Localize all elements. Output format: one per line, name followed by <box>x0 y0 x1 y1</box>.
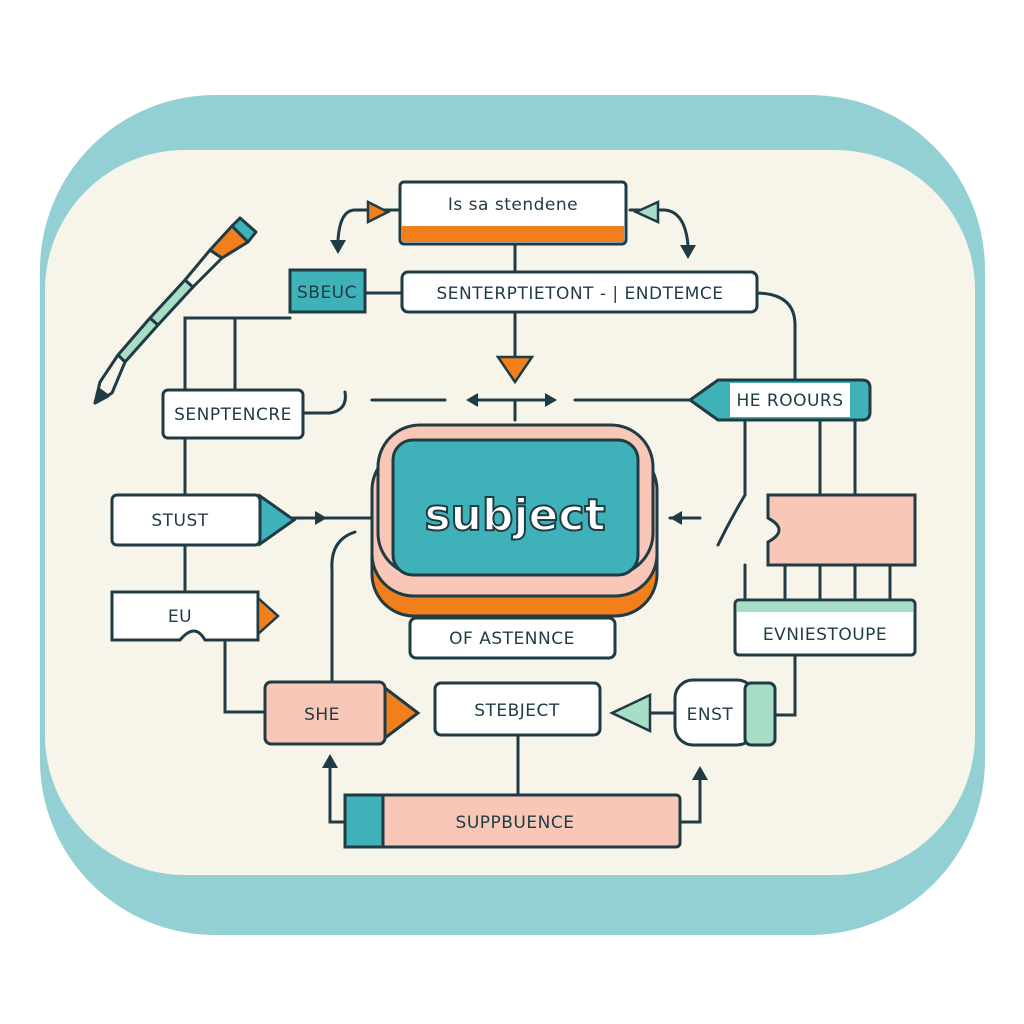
lower-right-box-label: ENST <box>687 705 734 725</box>
left-box-3-label: EU <box>168 607 192 627</box>
under-center-box-label: OF ASTENNCE <box>449 629 575 649</box>
connectors <box>183 208 892 824</box>
banner-box-label: SENTERPTIETONT - | ENDTEMCE <box>437 284 724 304</box>
top-box: Is sa stendene <box>398 180 628 246</box>
subject-label: subject <box>424 490 605 541</box>
arrowheads <box>315 199 708 780</box>
lower-center-box: STEBJECT <box>433 681 602 737</box>
left-bottom-box: SHE <box>263 680 421 746</box>
lower-right-box: ENST <box>673 678 777 747</box>
banner-box: SENTERPTIETONT - | ENDTEMCE <box>400 270 759 314</box>
right-tag: HE ROOURS <box>687 378 872 422</box>
top-box-label: Is sa stendene <box>448 195 578 215</box>
left-box-1-label: SENPTENCRE <box>174 405 292 425</box>
right-box: EVNIESTOUPE <box>733 598 917 657</box>
left-box-2-label: STUST <box>151 511 208 531</box>
left-small-tag-label: SBEUC <box>297 283 357 303</box>
lower-center-box-label: STEBJECT <box>474 701 560 721</box>
pencil-icon <box>93 216 258 405</box>
left-box-2: STUST <box>110 493 297 547</box>
right-box-label: EVNIESTOUPE <box>763 625 887 645</box>
left-box-1: SENPTENCRE <box>161 388 305 440</box>
right-tag-label: HE ROOURS <box>736 391 843 411</box>
bottom-bar-label: SUPPBUENCE <box>456 813 575 833</box>
left-small-tag: SBEUC <box>288 268 367 314</box>
left-box-3: EU <box>110 590 280 642</box>
left-bottom-box-label: SHE <box>304 705 340 725</box>
subject-stack: subject <box>370 423 659 618</box>
bottom-bar: SUPPBUENCE <box>343 793 682 849</box>
under-center-box: OF ASTENNCE <box>408 616 617 660</box>
right-puzzle-box <box>766 493 917 567</box>
